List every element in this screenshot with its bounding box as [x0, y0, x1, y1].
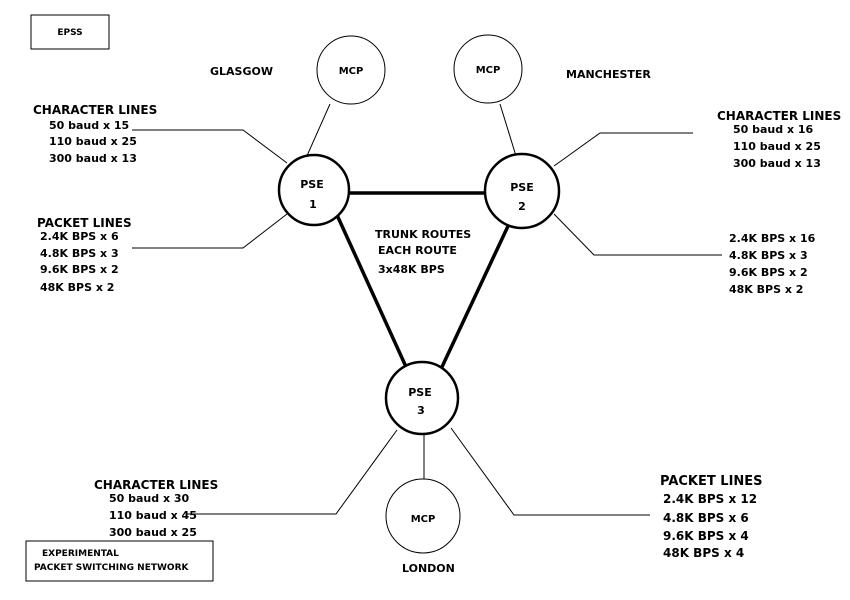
pse2-packet-line: 4.8K BPS x 3 [729, 249, 808, 262]
pse3-packet-line: 9.6K BPS x 4 [663, 529, 749, 543]
pse1-packet-line: 2.4K BPS x 6 [40, 230, 119, 243]
title-box [30, 14, 110, 50]
pse2-packet-line: 48K BPS x 2 [729, 283, 803, 296]
pse-2 [483, 152, 561, 230]
pse2-character-lines: CHARACTER LINES 50 baud x 16 110 baud x … [717, 109, 841, 170]
mcp-glasgow-label: MCP [339, 66, 364, 77]
pse3-character-line: 50 baud x 30 [109, 492, 190, 505]
mcp-london [385, 478, 461, 554]
pse-3-number: 3 [417, 404, 425, 417]
pse1-packet-line: 48K BPS x 2 [40, 281, 114, 294]
pse2-character-heading: CHARACTER LINES [717, 109, 841, 123]
pse3-packet-line: 2.4K BPS x 12 [663, 492, 757, 506]
pse3-character-heading: CHARACTER LINES [94, 478, 218, 492]
pse2-character-line: 110 baud x 25 [733, 140, 821, 153]
pse1-packet-line: 4.8K BPS x 3 [40, 247, 119, 260]
pse1-packet-lines: PACKET LINES 2.4K BPS x 6 4.8K BPS x 3 9… [37, 216, 132, 294]
connector-lines [132, 103, 722, 516]
title-text: EPSS [57, 28, 82, 38]
pse2-character-line: 50 baud x 16 [733, 123, 814, 136]
pse3-character-lines: CHARACTER LINES 50 baud x 30 110 baud x … [94, 478, 218, 539]
pse-2-label: PSE [510, 181, 534, 194]
mcp-manchester [453, 34, 523, 104]
trunk-label-2: EACH ROUTE [378, 244, 457, 257]
pse-1 [277, 153, 351, 227]
city-glasgow: GLASGOW [210, 65, 273, 78]
trunk-routes [335, 191, 511, 370]
pse2-character-line: 300 baud x 13 [733, 157, 821, 170]
pse3-packet-lines: PACKET LINES 2.4K BPS x 12 4.8K BPS x 6 … [660, 474, 763, 560]
caption-box [25, 540, 214, 582]
city-london: LONDON [402, 562, 455, 575]
mcp-manchester-label: MCP [476, 65, 501, 76]
pse1-character-line: 50 baud x 15 [49, 119, 129, 132]
trunk-label-1: TRUNK ROUTES [375, 228, 471, 241]
pse1-character-line: 300 baud x 13 [49, 152, 137, 165]
mcp-glasgow [316, 35, 386, 105]
pse1-packet-heading: PACKET LINES [37, 216, 132, 230]
pse3-packet-heading: PACKET LINES [660, 474, 763, 489]
pse-2-number: 2 [518, 200, 526, 213]
pse3-packet-line: 4.8K BPS x 6 [663, 511, 749, 525]
pse3-character-line: 110 baud x 45 [109, 509, 197, 522]
mcp-london-label: MCP [411, 514, 436, 525]
pse-1-label: PSE [300, 178, 324, 191]
city-manchester: MANCHESTER [566, 68, 651, 81]
pse1-packet-line: 9.6K BPS x 2 [40, 263, 119, 276]
pse-3 [384, 360, 460, 436]
pse-3-label: PSE [408, 386, 432, 399]
caption-line-2: PACKET SWITCHING NETWORK [34, 563, 189, 573]
pse2-packet-line: 9.6K BPS x 2 [729, 266, 808, 279]
pse2-packet-line: 2.4K BPS x 16 [729, 232, 816, 245]
pse3-packet-line: 48K BPS x 4 [663, 546, 744, 560]
pse3-character-line: 300 baud x 25 [109, 526, 197, 539]
pse-1-number: 1 [309, 198, 317, 211]
pse2-packet-lines: 2.4K BPS x 16 4.8K BPS x 3 9.6K BPS x 2 … [729, 232, 816, 296]
trunk-label-3: 3x48K BPS [378, 263, 445, 276]
pse1-character-heading: CHARACTER LINES [33, 103, 157, 117]
pse1-character-line: 110 baud x 25 [49, 135, 137, 148]
caption-line-1: EXPERIMENTAL [42, 549, 119, 559]
pse1-character-lines: CHARACTER LINES 50 baud x 15 110 baud x … [33, 103, 157, 165]
